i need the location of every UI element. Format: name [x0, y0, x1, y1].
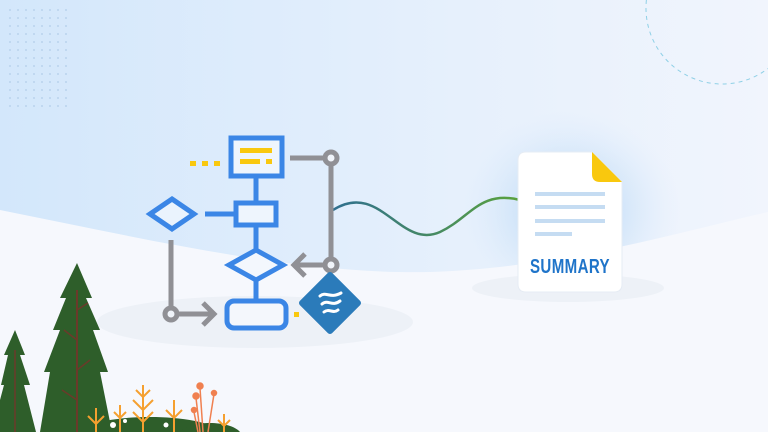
summary-document-icon: SUMMARY [517, 151, 623, 293]
flow-box-top [228, 135, 285, 179]
flowchart-icon [145, 135, 340, 331]
flow-box-middle [233, 200, 279, 228]
yellow-dots [190, 161, 299, 317]
summary-label: SUMMARY [530, 256, 610, 278]
flow-diamond-left [145, 195, 199, 233]
plants-icon [80, 382, 240, 432]
dashed-circle-decoration [645, 0, 768, 85]
connector-lines [162, 149, 340, 327]
flow-shapes [145, 135, 289, 331]
flow-box-bottom [224, 298, 289, 331]
stream-logo-icon [299, 272, 361, 334]
box-text-lines [240, 148, 272, 164]
folded-corner [592, 152, 622, 182]
pine-tree-small-icon [0, 330, 36, 432]
wave-connector [332, 196, 521, 237]
pine-tree-large-icon [40, 263, 112, 432]
document-text-lines [535, 192, 605, 236]
dot-grid-decoration [4, 4, 68, 112]
